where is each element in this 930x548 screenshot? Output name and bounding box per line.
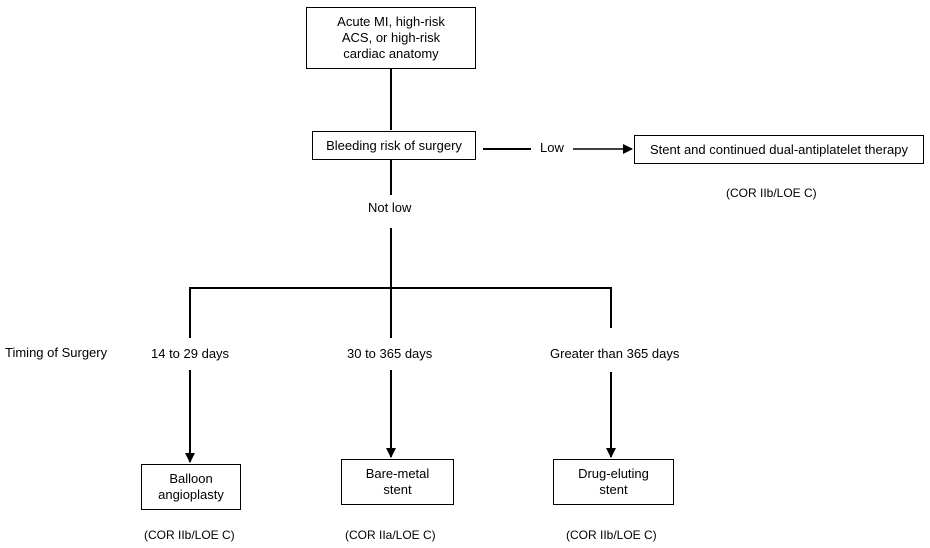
stent-dapt-box: Stent and continued dual-antiplatelet th… [634, 135, 924, 164]
balloon-angioplasty-box: Balloon angioplasty [141, 464, 241, 510]
timing-over-365: Greater than 365 days [550, 346, 680, 362]
timing-30-365: 30 to 365 days [347, 346, 433, 362]
cor-bare-metal: (COR IIa/LOE C) [345, 528, 436, 542]
cor-stent-dapt: (COR IIb/LOE C) [726, 186, 817, 200]
bleeding-risk-box: Bleeding risk of surgery [312, 131, 476, 160]
cor-balloon: (COR IIb/LOE C) [144, 528, 235, 542]
timing-14-29: 14 to 29 days [151, 346, 230, 362]
start-box: Acute MI, high-risk ACS, or high-risk ca… [306, 7, 476, 69]
timing-row-label: Timing of Surgery [5, 345, 108, 361]
bare-metal-stent-box: Bare-metal stent [341, 459, 454, 505]
edge-label-low: Low [540, 140, 564, 156]
cor-drug-eluting: (COR IIb/LOE C) [566, 528, 657, 542]
drug-eluting-stent-box: Drug-eluting stent [553, 459, 674, 505]
edge-label-not-low: Not low [368, 200, 412, 216]
